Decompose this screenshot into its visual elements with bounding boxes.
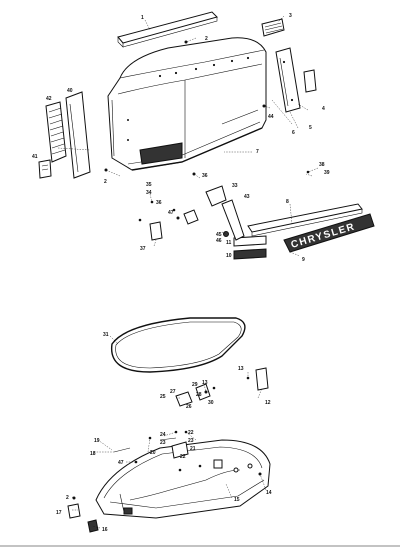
- callout-14: 14: [266, 490, 272, 496]
- left-side-trim-part: [65, 91, 91, 179]
- upper-cowl-shell: [107, 37, 267, 171]
- left-side-grille-part: [45, 101, 67, 163]
- callout-37: 37: [140, 246, 146, 252]
- callout-19: 19: [94, 438, 100, 444]
- side-insert-part: [303, 69, 317, 93]
- callout-15: 15: [234, 497, 240, 503]
- callout-9: 9: [302, 257, 305, 263]
- callout-20: 20: [150, 450, 156, 456]
- callout-8: 8: [286, 199, 289, 205]
- callout-13: 13: [238, 366, 244, 372]
- callout-27: 27: [170, 389, 176, 395]
- callout-46: 46: [216, 238, 222, 244]
- callout-2b: 2: [104, 179, 107, 185]
- callout-10: 10: [226, 253, 232, 259]
- callout-25: 25: [160, 394, 166, 400]
- callout-6: 6: [292, 130, 295, 136]
- callout-47: 47: [168, 210, 174, 216]
- callout-47-lower: 47: [118, 460, 124, 466]
- callout-7: 7: [256, 149, 259, 155]
- small-plate-10-part: [233, 248, 267, 260]
- small-plate-11-part: [233, 235, 267, 247]
- callout-5: 5: [309, 125, 312, 131]
- callout-22: 22: [188, 430, 194, 436]
- callout-23: 23: [160, 440, 166, 446]
- rear-grille-part: [261, 18, 285, 37]
- callout-36: 36: [202, 173, 208, 179]
- callout-12: 12: [265, 400, 271, 406]
- callout-18: 18: [90, 451, 96, 457]
- callout-2-lower: 2: [66, 495, 69, 501]
- callout-11: 11: [226, 240, 232, 246]
- latch-bracket-hardware: [104, 40, 310, 241]
- callout-41: 41: [32, 154, 38, 160]
- lower-trim-strip-part: [247, 203, 363, 237]
- top-trim-strip-part: [117, 11, 218, 48]
- callout-30: 30: [208, 400, 214, 406]
- lower-cowl-pan: [95, 439, 271, 519]
- callout-42: 42: [46, 96, 52, 102]
- callout-4: 4: [322, 106, 325, 112]
- callout-35: 35: [146, 182, 152, 188]
- callout-44: 44: [268, 114, 274, 120]
- callout-3: 3: [289, 13, 292, 19]
- lower-cowl-assembly: 31 13 12 29 13 27 28 25 26 30 24 23 22 2…: [56, 317, 272, 533]
- callout-16: 16: [102, 527, 108, 533]
- callout-34: 34: [146, 190, 152, 196]
- callout-13b: 13: [202, 380, 208, 386]
- callout-29: 29: [192, 382, 198, 388]
- seal-ring-part: [111, 317, 246, 373]
- callout-24: 24: [160, 432, 166, 438]
- left-small-plate-part: [38, 159, 52, 179]
- callout-21: 21: [190, 446, 196, 452]
- callout-45: 45: [216, 232, 222, 238]
- callout-39: 39: [324, 170, 330, 176]
- upper-callout-labels: 1 2 3 4 5 6 7 44 38 39 8 9 11 10 42 40 4…: [32, 13, 330, 263]
- callout-31: 31: [103, 332, 109, 338]
- callout-36b: 36: [156, 200, 162, 206]
- callout-22b: 22: [180, 454, 186, 460]
- upper-leader-lines: [57, 15, 319, 257]
- lower-leader-lines: [71, 335, 267, 529]
- callout-23b: 23: [188, 438, 194, 444]
- callout-40: 40: [67, 88, 73, 94]
- lower-callout-labels: 31 13 12 29 13 27 28 25 26 30 24 23 22 2…: [56, 332, 272, 533]
- upper-cowl-assembly: CHRYSLER: [32, 11, 375, 263]
- lower-latch-parts: [67, 367, 269, 533]
- callout-28: 28: [196, 392, 202, 398]
- callout-43: 43: [244, 194, 250, 200]
- callout-26: 26: [186, 404, 192, 410]
- side-latch-plate-part: [275, 47, 301, 113]
- callout-17: 17: [56, 510, 62, 516]
- callout-1: 1: [141, 15, 144, 21]
- callout-2: 2: [205, 36, 208, 42]
- callout-33: 33: [232, 183, 238, 189]
- callout-38: 38: [319, 162, 325, 168]
